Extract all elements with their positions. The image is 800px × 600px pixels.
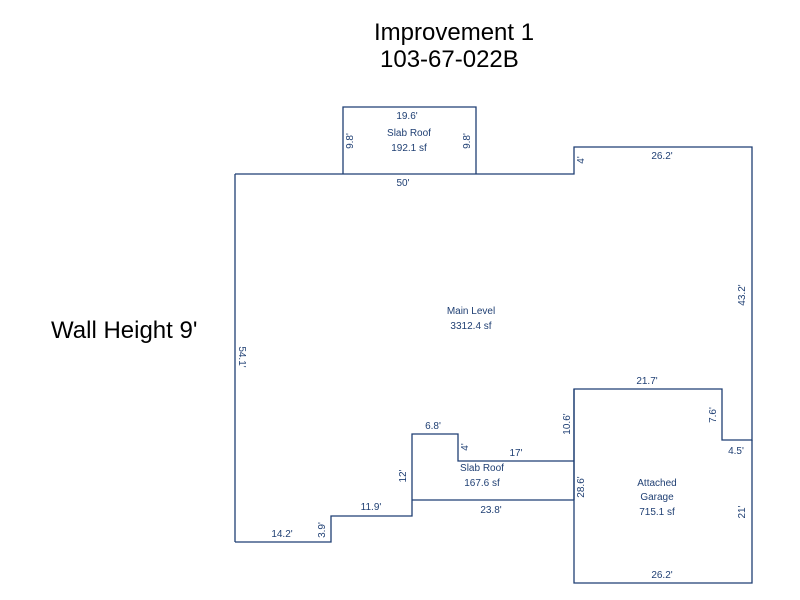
dim-bottom-step: 11.9'	[361, 502, 382, 513]
dim-top-slab-left: 9.8'	[345, 133, 356, 149]
dim-garage-right: 21'	[737, 505, 748, 518]
lower-slab-area: 167.6 sf	[464, 478, 500, 489]
dim-garage-notch-horiz: 4.5'	[728, 446, 744, 457]
top-slab-area: 192.1 sf	[391, 143, 427, 154]
garage-name-line1: Attached	[637, 478, 676, 489]
garage-area: 715.1 sf	[639, 507, 675, 518]
dim-garage-bottom: 26.2'	[651, 570, 672, 581]
dim-lower-slab-left-top: 6.8'	[425, 421, 441, 432]
lower-slab-name: Slab Roof	[460, 463, 504, 474]
dim-lower-slab-step: 4'	[460, 443, 471, 451]
dim-top-slab-right: 9.8'	[462, 133, 473, 149]
building-outline	[234, 106, 753, 584]
dim-garage-notch-vert: 7.6'	[708, 407, 719, 423]
main-bottom-steps	[235, 433, 574, 543]
dim-lower-slab-left-vert: 12'	[398, 469, 409, 482]
wall-height-note: Wall Height 9'	[51, 317, 197, 344]
dim-lower-slab-bottom: 23.8'	[480, 505, 501, 516]
dim-step-4: 4'	[576, 156, 587, 164]
dim-top-right: 26.2'	[651, 151, 672, 162]
main-level-area: 3312.4 sf	[450, 321, 491, 332]
dim-bottom-left: 14.2'	[271, 529, 292, 540]
dim-right-upper: 43.2'	[737, 284, 748, 305]
top-slab-outline	[342, 106, 477, 174]
dim-top-slab-width: 19.6'	[396, 111, 417, 122]
dim-main-top: 50'	[396, 178, 409, 189]
garage-name-line2: Garage	[640, 492, 674, 503]
parcel-id: 103-67-022B	[380, 46, 519, 73]
garage-outline	[573, 389, 753, 584]
main-level-outline	[235, 146, 753, 500]
main-level-name: Main Level	[447, 306, 495, 317]
dim-bottom-short-vert: 3.9'	[317, 522, 328, 538]
top-slab-name: Slab Roof	[387, 128, 431, 139]
page-title: Improvement 1	[374, 19, 534, 46]
dim-left-side: 54.1'	[236, 346, 247, 367]
dim-inner-vert: 10.6'	[562, 413, 573, 434]
dim-garage-top: 21.7'	[636, 376, 657, 387]
dim-lower-slab-top: 17'	[509, 448, 522, 459]
dim-garage-left: 28.6'	[576, 476, 587, 497]
